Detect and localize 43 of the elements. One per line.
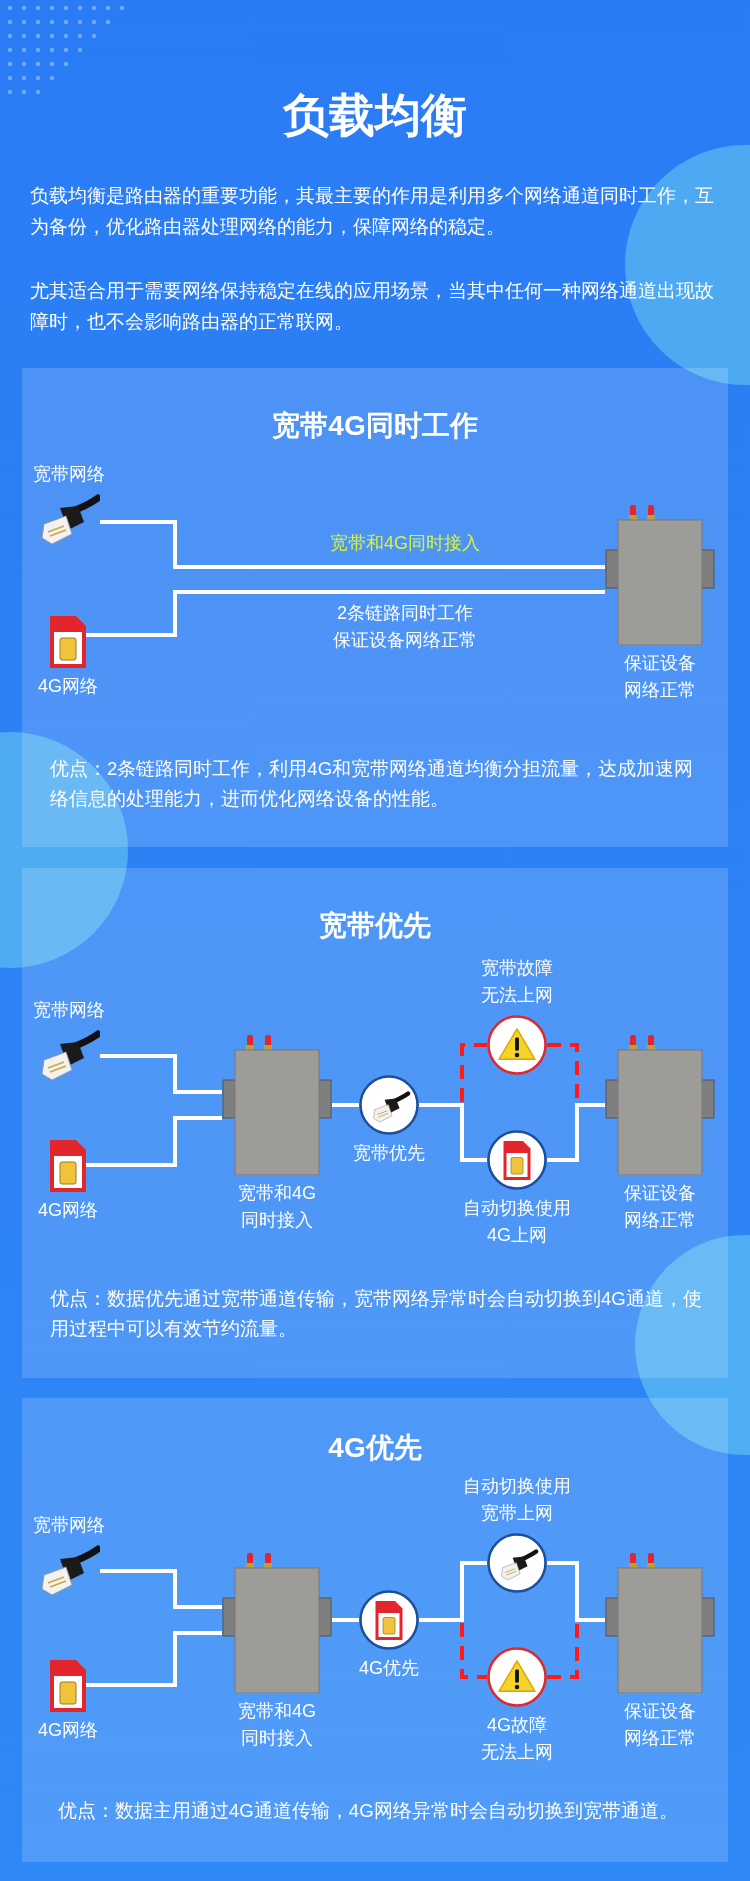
panel (22, 1398, 728, 1862)
connection-line (86, 1631, 222, 1687)
connection-line (332, 1103, 359, 1107)
icon-caption: 宽带网络 (32, 463, 106, 486)
icon-caption: 宽带和4G同时接入 (237, 1700, 317, 1750)
icon-caption: 宽带优先 (352, 1142, 426, 1165)
edge-label: 2条链路同时工作保证设备网络正常 (332, 602, 478, 652)
connection-line (100, 520, 605, 569)
connection-line (547, 1103, 605, 1162)
connection-line (419, 1561, 487, 1622)
intro-paragraph: 负载均衡是路由器的重要功能，其最主要的作用是利用多个网络通道同时工作，互为备份，优化路由器处理网络的能力，保障网络的稳定。 (30, 183, 715, 239)
panel (22, 368, 728, 847)
icon-caption: 宽带故障无法上网 (480, 957, 554, 1007)
icon-caption: 保证设备网络正常 (623, 1182, 697, 1232)
connection-line (547, 1561, 605, 1622)
advantage-note: 优点：数据主用通过4G通道传输，4G网络异常时会自动切换到宽带通道。 (58, 1799, 679, 1823)
icon-caption: 4G网络 (37, 1199, 99, 1222)
connection-line (100, 1569, 222, 1609)
panel (22, 868, 728, 1378)
edge-label: 宽带和4G同时接入 (329, 532, 481, 555)
icon-caption: 自动切换使用4G上网 (462, 1197, 572, 1247)
connection-line (332, 1618, 359, 1622)
icon-caption: 4G优先 (358, 1657, 420, 1680)
advantage-note: 优点：数据优先通过宽带通道传输，宽带网络异常时会自动切换到4G通道，使用过程中可以有效节约流量。 (50, 1287, 702, 1341)
connection-line (86, 1116, 222, 1167)
icon-caption: 4G网络 (37, 1719, 99, 1742)
icon-caption: 4G网络 (37, 675, 99, 698)
connection-line (100, 1054, 222, 1094)
icon-caption: 宽带网络 (32, 999, 106, 1022)
page-title: 负载均衡 (282, 88, 468, 143)
icon-caption: 保证设备网络正常 (623, 652, 697, 702)
panel-heading: 4G优先 (327, 1431, 423, 1465)
icon-caption: 宽带和4G同时接入 (237, 1182, 317, 1232)
panel-heading: 宽带4G同时工作 (271, 409, 479, 443)
icon-caption: 4G故障无法上网 (480, 1714, 554, 1764)
icon-caption: 保证设备网络正常 (623, 1700, 697, 1750)
intro-paragraph: 尤其适合用于需要网络保持稳定在线的应用场景，当其中任何一种网络通道出现故障时，也不会影响路由器的正常联网。 (30, 278, 715, 334)
icon-caption: 自动切换使用宽带上网 (462, 1475, 572, 1525)
advantage-note: 优点：2条链路同时工作，利用4G和宽带网络通道均衡分担流量，达成加速网络信息的处理能力，进而优化网络设备的性能。 (50, 757, 695, 811)
icon-caption: 宽带网络 (32, 1514, 106, 1537)
connection-line (419, 1103, 487, 1162)
panel-heading: 宽带优先 (318, 909, 432, 943)
connection-line (86, 590, 605, 637)
